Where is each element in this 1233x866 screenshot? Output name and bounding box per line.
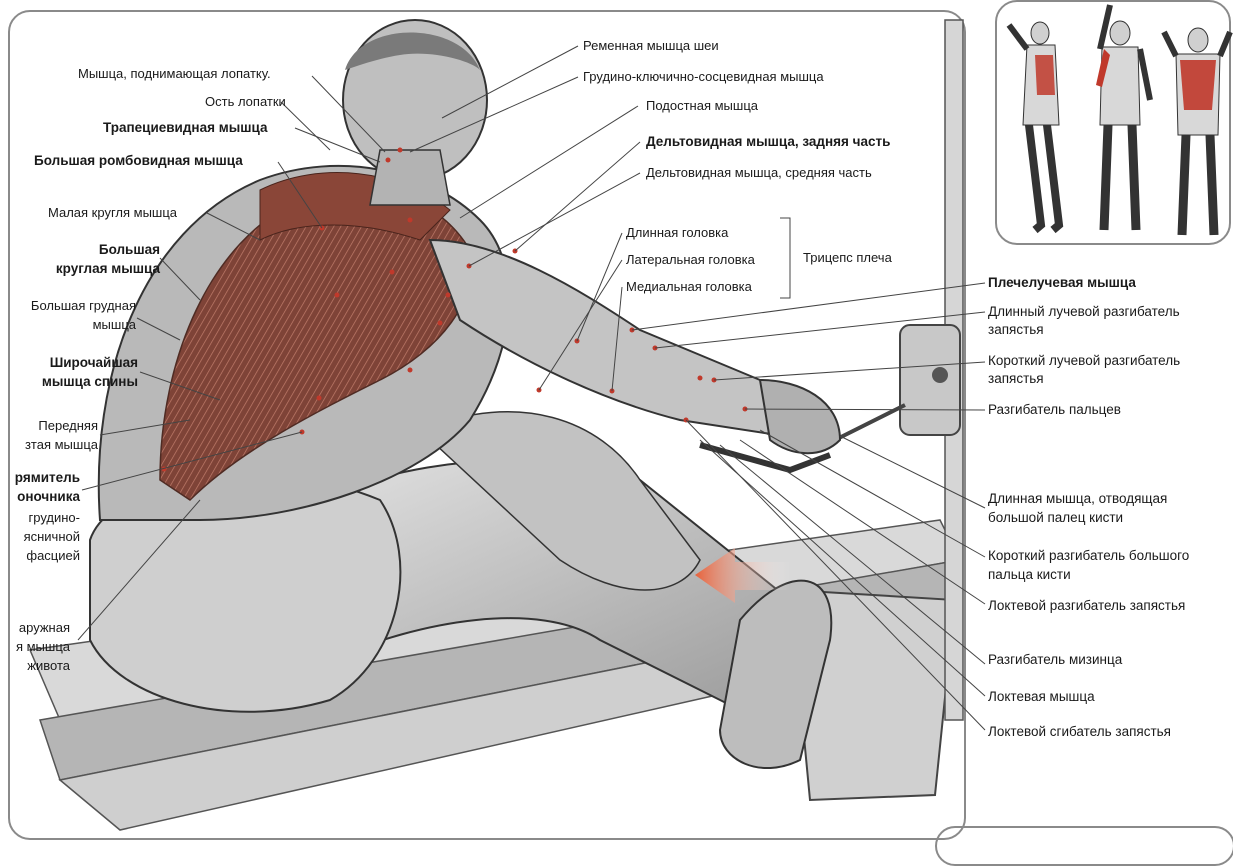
anatomy-diagram: Мышца, поднимающая лопатку. Ость лопатки…	[0, 0, 1233, 845]
label-anconeus: Локтевая мышца	[988, 688, 1095, 706]
label-pectoralis-major-line2: мышца	[8, 317, 136, 333]
label-ecrb-line2: запястья	[988, 370, 1044, 388]
label-erector-line1: рямитель	[8, 470, 80, 486]
label-teres-major-line2: круглая мышца	[20, 261, 160, 277]
label-extensor-digiti-minimi: Разгибатель мизинца	[988, 651, 1122, 669]
label-ecu: Локтевой разгибатель запястья	[988, 597, 1185, 615]
label-serratus-line1: Передняя	[8, 418, 98, 434]
label-ecrl-line1: Длинный лучевой разгибатель	[988, 303, 1180, 321]
label-deltoid-posterior: Дельтовидная мышца, задняя часть	[646, 134, 890, 150]
label-erector-line5: фасцией	[8, 548, 80, 564]
label-teres-minor: Малая кругля мышца	[48, 205, 177, 221]
label-oblique-line2: я мышца	[8, 639, 70, 655]
figure-back-view	[1164, 28, 1230, 235]
label-apl-line1: Длинная мышца, отводящая	[988, 490, 1167, 508]
label-latissimus-line2: мышца спины	[8, 374, 138, 390]
label-levator-scapulae: Мышца, поднимающая лопатку.	[78, 66, 271, 82]
label-splenius: Ременная мышца шеи	[583, 38, 719, 54]
label-scapular-spine: Ость лопатки	[205, 94, 286, 110]
label-triceps-medial-head: Медиальная головка	[626, 279, 752, 295]
label-triceps-lateral-head: Латеральная головка	[626, 252, 755, 268]
label-triceps: Трицепс плеча	[803, 250, 892, 266]
label-oblique-line3: живота	[8, 658, 70, 674]
label-sternocleidomastoid: Грудино-ключично-сосцевидная мышца	[583, 69, 824, 85]
label-erector-line4: ясничной	[8, 529, 80, 545]
label-epb-line1: Короткий разгибатель большого	[988, 547, 1189, 565]
label-apl-line2: большой палец кисти	[988, 509, 1123, 527]
label-epb-line2: пальца кисти	[988, 566, 1071, 584]
label-deltoid-middle: Дельтовидная мышца, средняя часть	[646, 165, 872, 181]
label-trapezius: Трапециевидная мышца	[103, 120, 267, 136]
muscle-map-figures	[1009, 5, 1230, 235]
label-pectoralis-major-line1: Большая грудная	[8, 298, 136, 314]
label-erector-line3: грудино-	[8, 510, 80, 526]
label-extensor-digitorum: Разгибатель пальцев	[988, 401, 1121, 419]
label-fcu: Локтевой сгибатель запястья	[988, 723, 1171, 741]
figure-side-view	[1009, 22, 1059, 230]
label-brachioradialis: Плечелучевая мышца	[988, 274, 1136, 292]
figure-front-view	[1096, 5, 1150, 230]
label-erector-line2: оночника	[8, 489, 80, 505]
label-rhomboid-major: Большая ромбовидная мышца	[34, 153, 243, 169]
label-triceps-long-head: Длинная головка	[626, 225, 728, 241]
label-ecrb-line1: Короткий лучевой разгибатель	[988, 352, 1180, 370]
label-serratus-line2: зтая мышца	[8, 437, 98, 453]
label-teres-major-line1: Большая	[80, 242, 160, 258]
label-oblique-line1: аружная	[8, 620, 70, 636]
label-ecrl-line2: запястья	[988, 321, 1044, 339]
label-infraspinatus: Подостная мышца	[646, 98, 758, 114]
label-latissimus-line1: Широчайшая	[8, 355, 138, 371]
